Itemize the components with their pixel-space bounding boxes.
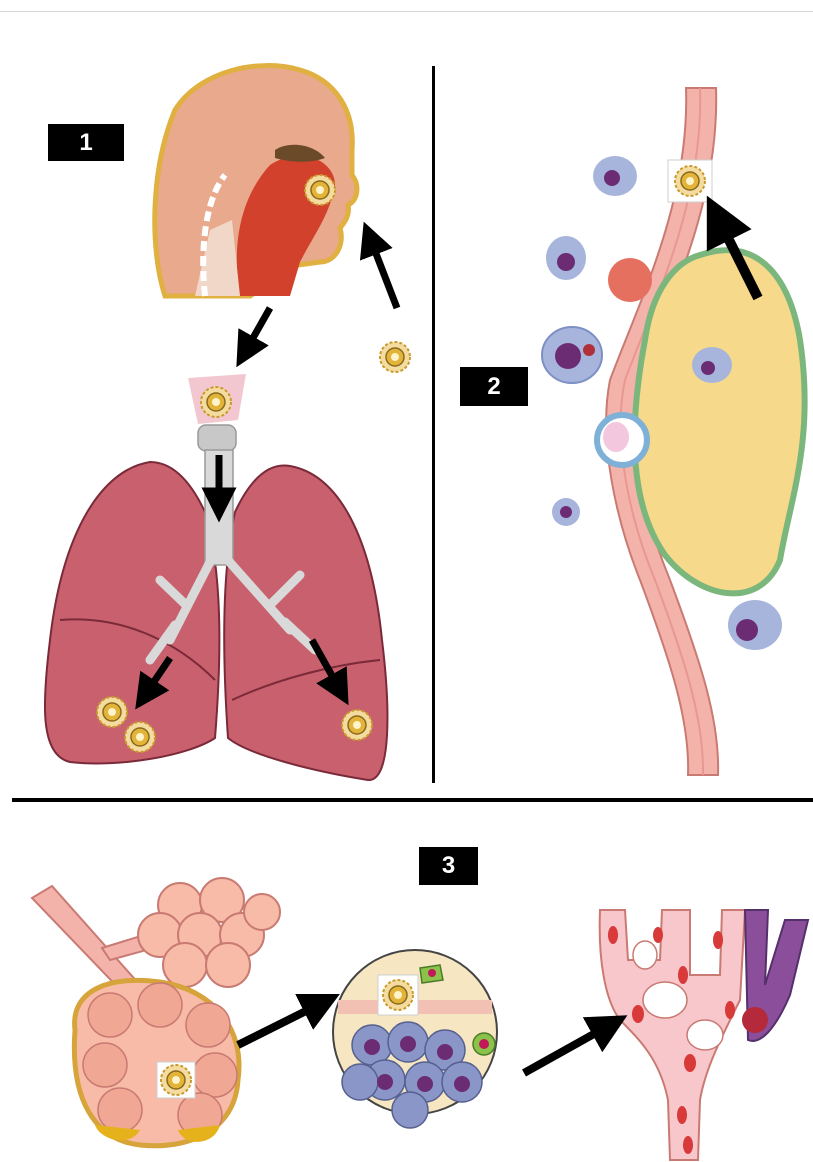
head-section <box>155 66 357 296</box>
airborne-pathogen <box>380 342 410 372</box>
panel-divider-horizontal <box>12 798 813 802</box>
pathogen-escaping-vessel <box>668 160 712 202</box>
step-label-1: 1 <box>48 124 124 161</box>
alveolus-space <box>635 250 805 593</box>
capillary-network <box>600 910 808 1160</box>
magnified-alveolus <box>333 950 497 1128</box>
panel-divider-vertical <box>432 66 435 783</box>
pathogen-in-nose <box>305 175 335 205</box>
larynx-section <box>188 374 246 451</box>
alveolar-sacs <box>32 878 280 1146</box>
step-label-2: 2 <box>460 367 528 406</box>
step-label-3: 3 <box>419 847 478 885</box>
